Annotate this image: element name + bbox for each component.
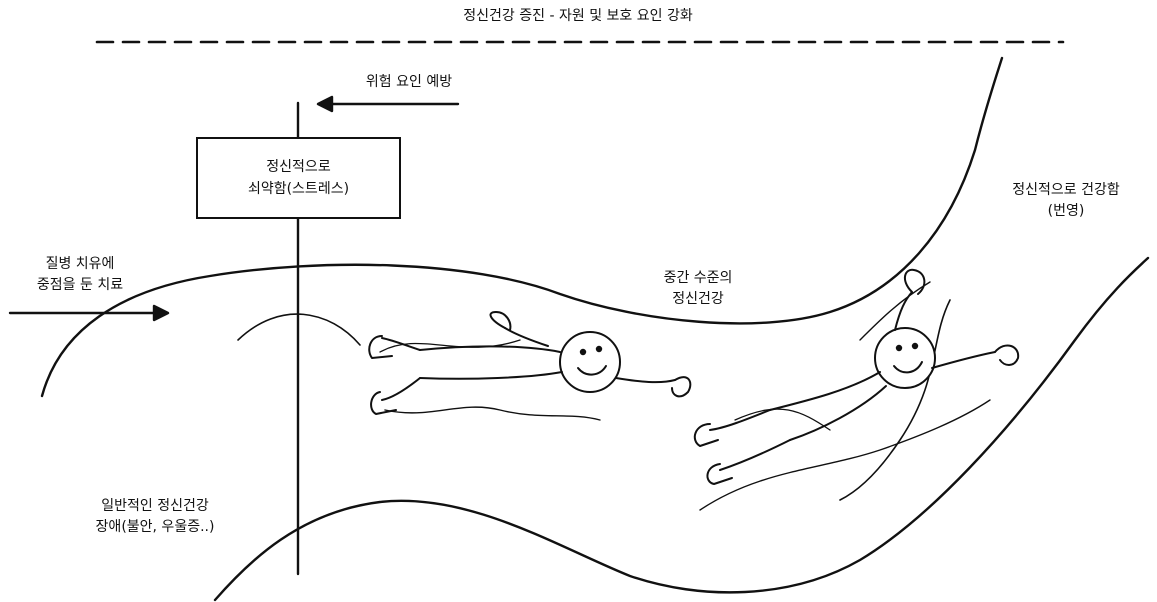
healthy-label: 정신적으로 건강함 (번영) (1012, 180, 1120, 222)
diagram-title: 정신건강 증진 - 자원 및 보호 요인 강화 (463, 6, 692, 27)
treatment-arrow-head (154, 306, 168, 320)
risk-prevention-label: 위험 요인 예방 (366, 72, 452, 93)
river-upper-bank (42, 58, 1002, 396)
disorder-line-1: 일반적인 정신건강 (96, 496, 215, 517)
healthy-line-1: 정신적으로 건강함 (1012, 180, 1120, 201)
treatment-label: 질병 치유에 중점을 둔 치료 (37, 254, 123, 296)
healthy-line-2: (번영) (1012, 201, 1120, 222)
vulnerable-line-2: 쇠약함(스트레스) (248, 178, 349, 200)
intermediate-line-1: 중간 수준의 (664, 268, 733, 289)
vulnerable-line-1: 정신적으로 (266, 156, 330, 178)
water-line (735, 409, 830, 430)
vulnerable-box: 정신적으로 쇠약함(스트레스) (196, 137, 401, 219)
treatment-line-1: 질병 치유에 (37, 254, 123, 275)
diagram-title-text: 정신건강 증진 - 자원 및 보호 요인 강화 (463, 6, 692, 27)
disorder-label: 일반적인 정신건강 장애(불안, 우울증..) (96, 496, 215, 538)
swimmer-figure-1 (369, 312, 690, 414)
risk-prevention-text: 위험 요인 예방 (366, 72, 452, 93)
water-line (385, 407, 600, 420)
risk-arrow-head (318, 97, 332, 111)
intermediate-line-2: 정신건강 (664, 289, 733, 310)
treatment-line-2: 중점을 둔 치료 (37, 275, 123, 296)
disorder-line-2: 장애(불안, 우울증..) (96, 517, 215, 538)
intermediate-label: 중간 수준의 정신건강 (664, 268, 733, 310)
